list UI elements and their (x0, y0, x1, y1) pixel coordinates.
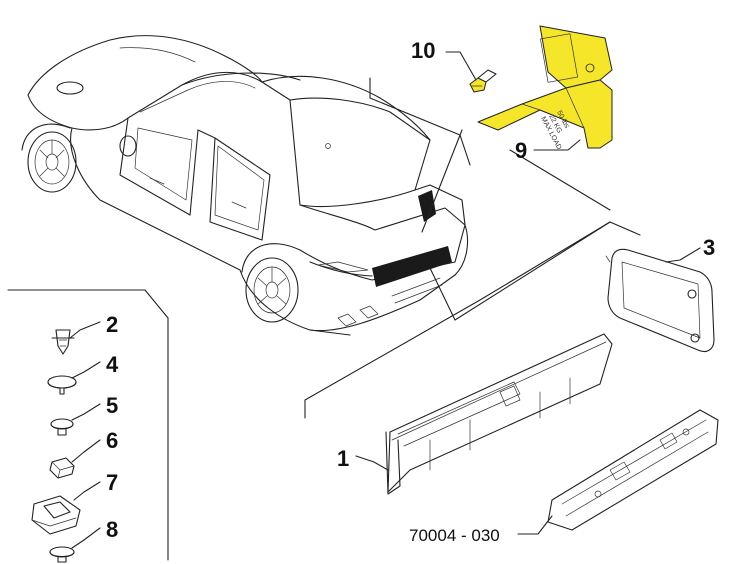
part-4-cap[interactable] (47, 375, 77, 395)
hook-assembly[interactable]: 50 lbs 22 KG MAX LOAD (469, 25, 613, 151)
callout-7: 7 (106, 470, 118, 495)
part-8-plug[interactable] (49, 546, 75, 563)
part-9-hook[interactable]: 50 lbs 22 KG MAX LOAD (477, 25, 613, 151)
callout-10: 10 (411, 38, 435, 63)
reinforcement-bracket (547, 409, 719, 531)
callout-8: 8 (106, 517, 118, 542)
callout-4: 4 (106, 352, 119, 377)
callout-2: 2 (106, 312, 118, 337)
part-5-plug[interactable] (50, 418, 74, 436)
part-1-sill-trim[interactable] (385, 333, 613, 495)
car-illustration (21, 35, 469, 336)
callout-1: 1 (337, 446, 349, 471)
callout-5: 5 (106, 393, 118, 418)
callout-9: 9 (515, 138, 527, 163)
fastener-list (31, 329, 81, 563)
callout-leaders (69, 51, 701, 549)
part-3-cover[interactable] (605, 248, 715, 353)
diagram-part-number: 70004 - 030 (409, 526, 500, 545)
part-2-push-clip[interactable] (51, 329, 75, 355)
part-6-grommet[interactable] (49, 457, 75, 479)
callout-labels: 10 9 3 2 4 5 6 7 8 1 70004 - 030 (106, 38, 715, 545)
part-10-clip[interactable] (469, 69, 497, 93)
callout-6: 6 (106, 428, 118, 453)
callout-3: 3 (703, 235, 715, 260)
part-7-rect-clip[interactable] (31, 495, 81, 535)
zone-lines (7, 77, 641, 561)
